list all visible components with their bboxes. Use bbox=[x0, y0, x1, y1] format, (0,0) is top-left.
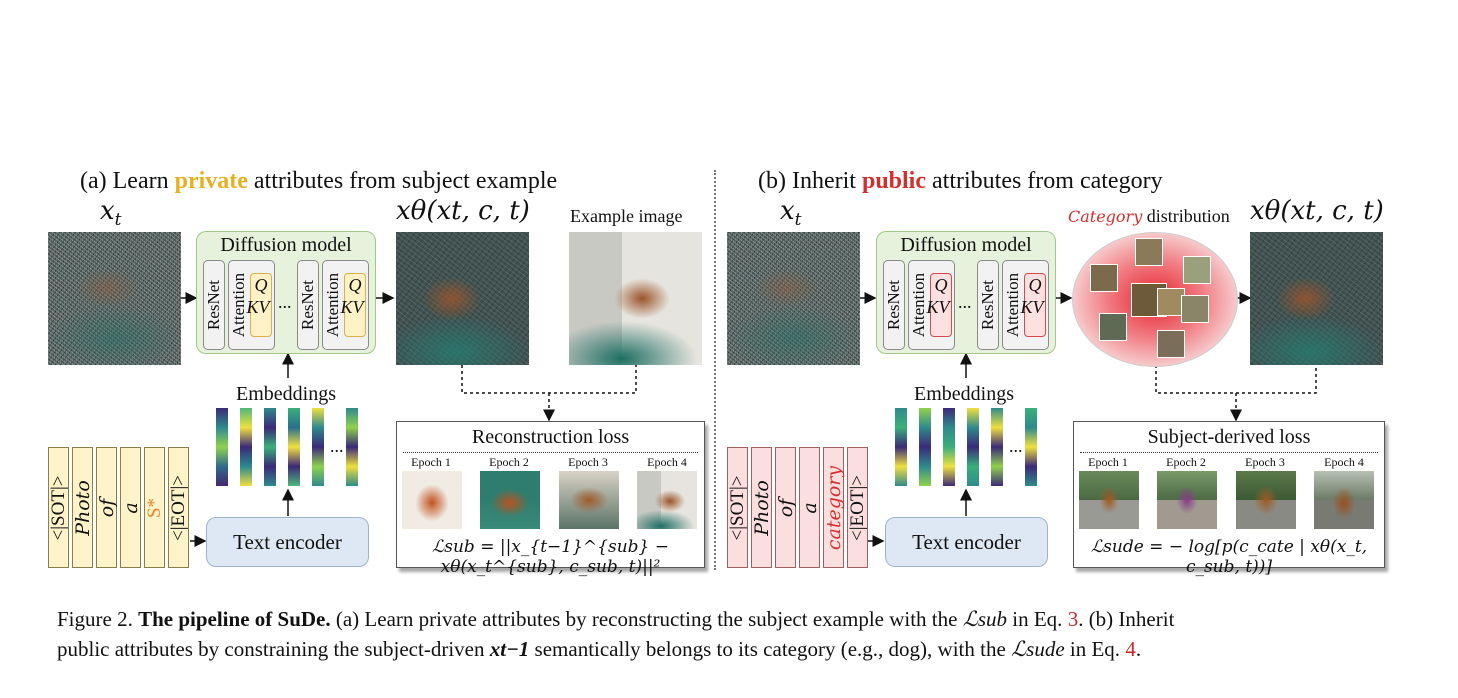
epoch-1-image bbox=[402, 471, 462, 529]
epoch-label: Epoch 2 bbox=[1166, 455, 1206, 469]
epoch-label: Epoch 2 bbox=[489, 455, 529, 469]
private-highlight: private bbox=[174, 168, 248, 194]
figure-caption-line-1: Figure 2. The pipeline of SuDe. (a) Lear… bbox=[57, 607, 1175, 631]
noisy-image-b bbox=[727, 232, 860, 365]
epoch-label: Epoch 3 bbox=[568, 455, 608, 469]
figure-caption-line-2: public attributes by constraining the su… bbox=[57, 637, 1142, 661]
panel-b-title: (b) Inherit public attributes from categ… bbox=[758, 168, 1163, 194]
xt-label-a: xt bbox=[100, 196, 122, 231]
resnet-block: ResNet bbox=[977, 260, 999, 350]
epoch-label: Epoch 4 bbox=[647, 455, 687, 469]
panel-divider bbox=[714, 170, 716, 570]
diffusion-model-title: Diffusion model bbox=[220, 234, 352, 256]
dog-sample bbox=[1135, 238, 1163, 266]
eq-ref-4[interactable]: 4 bbox=[1125, 637, 1136, 661]
eq-ref-3[interactable]: 3 bbox=[1067, 607, 1079, 631]
epoch-label: Epoch 3 bbox=[1245, 455, 1285, 469]
output-label-b: xθ(xt, c, t) bbox=[1250, 196, 1384, 226]
dog-sample bbox=[1183, 256, 1211, 284]
epoch-label: Epoch 1 bbox=[411, 455, 451, 469]
denoised-image-a bbox=[396, 232, 529, 365]
panel-a-title: (a) Learn private attributes from subjec… bbox=[80, 168, 558, 194]
ellipsis: ... bbox=[278, 292, 292, 312]
loss-title-b: Subject-derived loss bbox=[1147, 426, 1311, 448]
dog-sample bbox=[1181, 295, 1209, 323]
dog-sample bbox=[1157, 330, 1185, 358]
epoch-2-image bbox=[480, 471, 540, 529]
epoch-label: Epoch 1 bbox=[1088, 455, 1128, 469]
reconstruction-formula: ℒsub = ||x_{t−1}^{sub} − xθ(x_t^{sub}, c… bbox=[432, 537, 669, 577]
category-distribution-label: Category distribution bbox=[1068, 206, 1230, 226]
subject-derived-loss-box: Subject-derived loss Epoch 1 Epoch 2 Epo… bbox=[1073, 421, 1385, 577]
example-image bbox=[569, 232, 702, 365]
embeddings-label-a: Embeddings bbox=[236, 383, 336, 405]
embeddings-label-b: Embeddings bbox=[914, 383, 1014, 405]
epoch-4-image bbox=[1314, 471, 1374, 529]
loss-title-a: Reconstruction loss bbox=[471, 426, 630, 448]
public-highlight: public bbox=[861, 168, 926, 194]
resnet-block: ResNet bbox=[883, 260, 905, 350]
reconstruction-loss-box: Reconstruction loss Epoch 1 Epoch 2 Epoc… bbox=[396, 421, 705, 577]
epoch-3-image bbox=[1236, 471, 1296, 529]
category-distribution bbox=[1072, 232, 1238, 367]
ellipsis: ... bbox=[958, 292, 972, 312]
dog-sample bbox=[1099, 313, 1127, 341]
text-encoder-b: Text encoder bbox=[885, 517, 1048, 567]
output-label-a: xθ(xt, c, t) bbox=[396, 196, 530, 226]
denoised-image-b bbox=[1250, 232, 1383, 365]
resnet-block: ResNet bbox=[297, 260, 319, 350]
epoch-1-image bbox=[1079, 471, 1139, 529]
text-encoder-a: Text encoder bbox=[206, 517, 369, 567]
dog-sample bbox=[1157, 288, 1185, 316]
epoch-label: Epoch 4 bbox=[1324, 455, 1364, 469]
epoch-4-image bbox=[637, 471, 697, 529]
dog-sample bbox=[1090, 264, 1118, 292]
subject-derived-formula: ℒsude = − log[p(c_cate | xθ(x_t, c_sub, … bbox=[1090, 537, 1368, 577]
xt-label-b: xt bbox=[780, 196, 802, 231]
resnet-block: ResNet bbox=[203, 260, 225, 350]
epoch-2-image bbox=[1157, 471, 1217, 529]
noisy-image-a bbox=[48, 232, 181, 365]
example-image-label: Example image bbox=[570, 206, 683, 226]
epoch-3-image bbox=[559, 471, 619, 529]
diffusion-model-title: Diffusion model bbox=[900, 234, 1032, 256]
